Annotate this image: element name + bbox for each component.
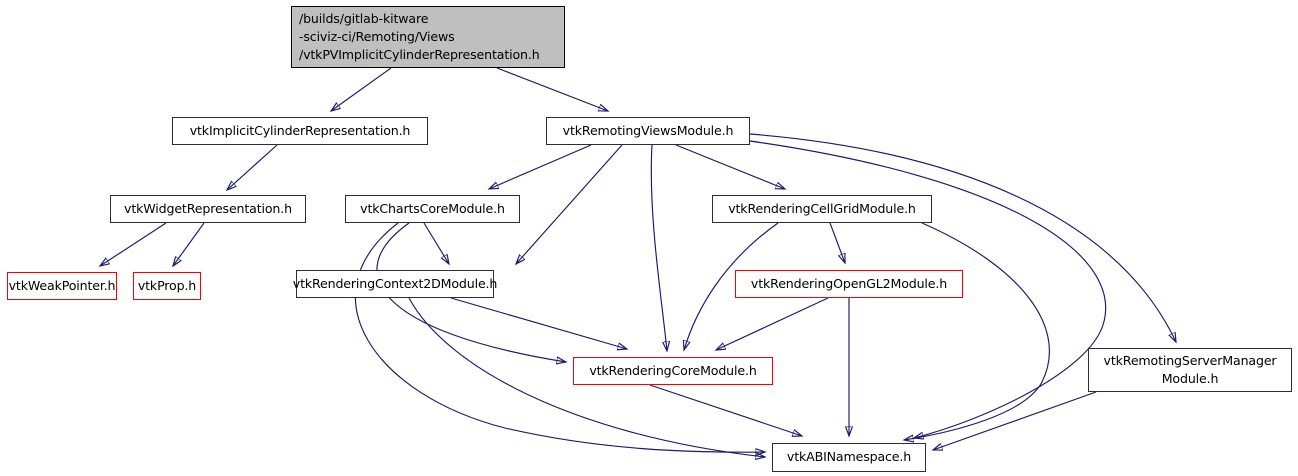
node-main-header: /builds/gitlab-kitware -sciviz-ci/Remoti… (291, 6, 565, 68)
node-label: vtkImplicitCylinderRepresentation.h (189, 122, 411, 138)
node-main-label: /builds/gitlab-kitware -sciviz-ci/Remoti… (299, 10, 540, 63)
edge-charts-core-to-abi-namespace (354, 222, 765, 452)
edge-widget-representation-to-weak-pointer (100, 222, 167, 266)
edge-remoting-views-to-rendering-context2d (516, 144, 623, 264)
node-label: vtkRemotingServerManager Module.h (1103, 352, 1277, 386)
edge-rendering-cell-grid-to-rendering-opengl2 (829, 222, 845, 263)
node-label: vtkWidgetRepresentation.h (124, 200, 292, 216)
node-label: vtkChartsCoreModule.h (360, 200, 505, 216)
edge-charts-core-to-rendering-core (376, 222, 566, 362)
edge-remoting-views-to-rendering-cell-grid (675, 144, 785, 189)
edge-rendering-context2d-to-rendering-core (450, 297, 627, 349)
edge-remoting-views-to-rendering-core (650, 144, 667, 351)
node-remoting-views-module[interactable]: vtkRemotingViewsModule.h (546, 117, 750, 145)
node-label: vtkABINamespace.h (786, 449, 912, 465)
node-label: vtkRemotingViewsModule.h (562, 122, 734, 138)
edge-remoting-views-to-charts-core (489, 144, 592, 189)
edge-charts-core-to-rendering-context2d (423, 222, 449, 264)
edge-rendering-cell-grid-to-abi-namespace (904, 222, 1050, 440)
node-widget-representation[interactable]: vtkWidgetRepresentation.h (110, 195, 306, 223)
edge-main-to-remoting-views-module (496, 67, 608, 111)
node-label: vtkRenderingCoreModule.h (589, 362, 757, 378)
edge-widget-representation-to-prop (173, 222, 205, 266)
edge-rendering-cell-grid-to-rendering-core (684, 222, 779, 350)
edge-rendering-opengl2-to-rendering-core (716, 297, 829, 350)
node-rendering-context2d-module[interactable]: vtkRenderingContext2DModule.h (292, 270, 498, 298)
node-rendering-core-module[interactable]: vtkRenderingCoreModule.h (573, 357, 773, 385)
edge-implicit-cylinder-representation-to-widget-representation (227, 144, 278, 190)
node-label: vtkRenderingCellGridModule.h (728, 200, 916, 216)
node-label: vtkWeakPointer.h (8, 277, 116, 293)
node-abi-namespace[interactable]: vtkABINamespace.h (772, 443, 926, 472)
node-implicit-cylinder-representation[interactable]: vtkImplicitCylinderRepresentation.h (172, 117, 428, 145)
edge-rendering-context2d-to-abi-namespace (408, 297, 765, 457)
node-prop[interactable]: vtkProp.h (133, 272, 201, 300)
node-weak-pointer[interactable]: vtkWeakPointer.h (7, 272, 117, 300)
edge-main-to-implicit-cylinder-representation (331, 67, 392, 111)
node-charts-core-module[interactable]: vtkChartsCoreModule.h (345, 195, 520, 223)
node-remoting-server-manager-module[interactable]: vtkRemotingServerManager Module.h (1088, 348, 1292, 392)
edge-remoting-server-manager-to-abi-namespace (933, 391, 1097, 450)
node-rendering-opengl2-module[interactable]: vtkRenderingOpenGL2Module.h (735, 270, 963, 298)
edge-rendering-core-to-abi-namespace (649, 384, 802, 436)
node-rendering-cell-grid-module[interactable]: vtkRenderingCellGridModule.h (712, 195, 932, 223)
edge-remoting-views-to-remoting-server-manager (749, 133, 1176, 342)
edge-remoting-views-to-abi-namespace (749, 140, 1107, 438)
node-label: vtkProp.h (137, 277, 197, 293)
node-label: vtkRenderingContext2DModule.h (292, 275, 498, 291)
node-label: vtkRenderingOpenGL2Module.h (750, 275, 948, 291)
